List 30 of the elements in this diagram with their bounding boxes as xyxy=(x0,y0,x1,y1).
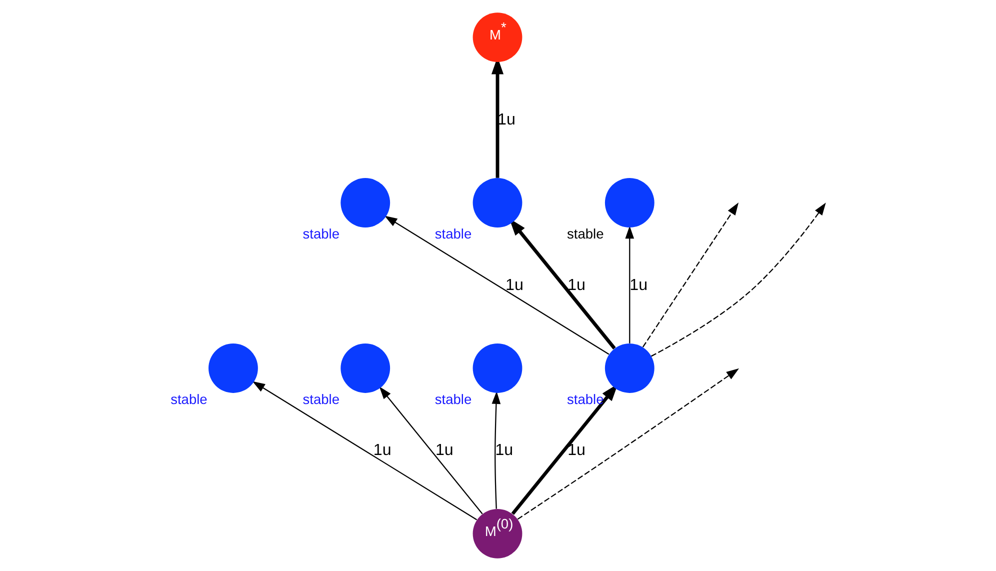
edge-label: 1u xyxy=(630,276,648,294)
node-label: stable xyxy=(302,226,340,242)
arrow xyxy=(625,226,634,344)
edge-label: 1u xyxy=(498,110,516,128)
node-label: stable xyxy=(302,392,340,407)
node-circle xyxy=(340,344,390,393)
node-circle xyxy=(208,344,258,393)
node-circle xyxy=(472,178,522,228)
arrow xyxy=(642,202,739,348)
node-label: stable xyxy=(567,226,604,242)
edge-label: 1u xyxy=(435,441,454,460)
node-label: stable xyxy=(434,392,472,407)
arrow xyxy=(492,391,501,509)
arrow xyxy=(252,381,478,520)
edge-label: 1u xyxy=(373,441,392,460)
node-circle xyxy=(604,178,654,228)
node-circle xyxy=(472,344,522,393)
edge-label: 1u xyxy=(495,441,514,460)
arrow xyxy=(651,202,826,357)
node-circle xyxy=(340,178,390,228)
node-label: stable xyxy=(170,392,208,407)
arrow xyxy=(384,216,610,355)
arrow xyxy=(517,368,740,520)
node-label: stable xyxy=(567,392,604,407)
edge-label: 1u xyxy=(568,441,586,460)
node-label: stable xyxy=(434,226,472,242)
node-circle xyxy=(604,344,654,393)
arrow xyxy=(379,386,483,514)
edge-label: 1u xyxy=(506,276,524,294)
edge-label: 1u xyxy=(568,276,586,294)
